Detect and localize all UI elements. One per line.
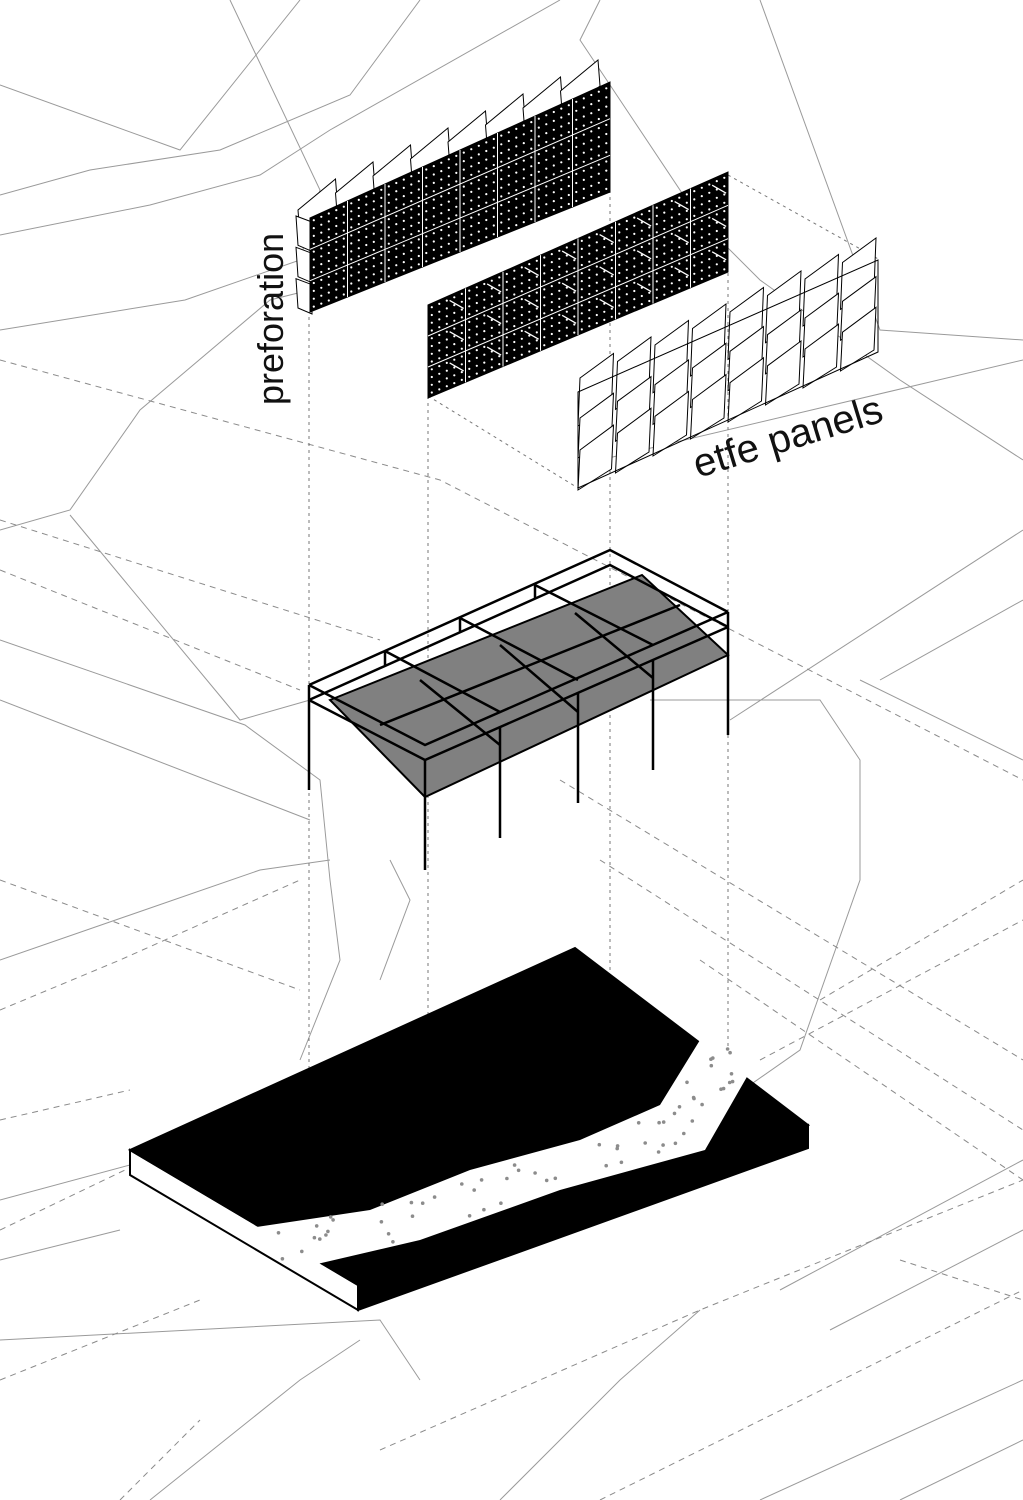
canopy-roof bbox=[328, 573, 730, 799]
perforation-label: preforation bbox=[250, 233, 291, 405]
etfe-panel-grid bbox=[577, 236, 879, 491]
perforated-panel-lower bbox=[427, 171, 729, 399]
path-dots bbox=[276, 1047, 735, 1261]
site-slab bbox=[127, 946, 811, 1312]
dashed-grid-lines bbox=[0, 359, 1023, 1500]
canopy-frame bbox=[307, 548, 730, 870]
path-strip bbox=[250, 1040, 748, 1268]
perforated-panel-upper bbox=[295, 59, 611, 315]
